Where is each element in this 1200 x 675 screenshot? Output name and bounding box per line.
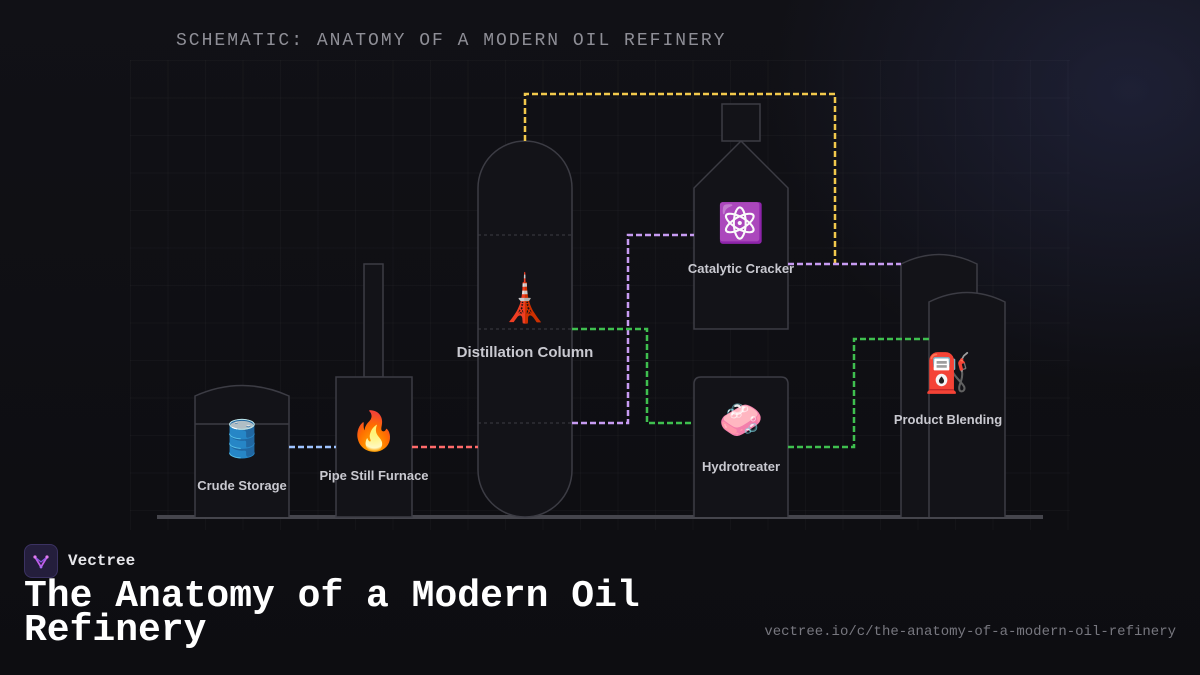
furnace-body: [335, 376, 413, 518]
distillation-column-body: [477, 140, 573, 518]
oil-drum-icon: 🛢️: [219, 419, 265, 460]
page-title: The Anatomy of a Modern Oil Refinery: [24, 575, 640, 652]
furnace-chimney: [363, 263, 384, 378]
cracker-body: [693, 139, 789, 330]
soap-icon: 🧼: [718, 400, 764, 441]
cracker-top-box: [721, 103, 761, 142]
tower-icon: 🗼: [496, 271, 554, 325]
brand[interactable]: Vectree: [24, 544, 135, 578]
atom-icon: ⚛️: [717, 201, 765, 245]
flow-column-to-hydrotreater: [572, 327, 694, 425]
vectree-logo-icon: [24, 544, 58, 578]
source-url[interactable]: vectree.io/c/the-anatomy-of-a-modern-oil…: [764, 624, 1176, 640]
fire-icon: 🔥: [350, 409, 398, 453]
fuel-pump-icon: ⛽: [924, 351, 972, 395]
pipe-still-furnace-label: Pipe Still Furnace: [319, 468, 429, 483]
product-blending-label: Product Blending: [893, 412, 1003, 427]
schematic-title: SCHEMATIC: ANATOMY OF A MODERN OIL REFIN…: [176, 31, 727, 51]
distillation-column-label: Distillation Column: [456, 344, 594, 361]
blending-tank-front: [928, 291, 1006, 517]
hydrotreater-body: [693, 376, 789, 517]
flow-hydrotreater-to-blending: [788, 337, 929, 449]
catalytic-cracker-label: Catalytic Cracker: [687, 261, 795, 276]
crude-storage-tank: [194, 384, 290, 517]
brand-name: Vectree: [68, 552, 136, 570]
crude-storage-label: Crude Storage: [197, 478, 287, 493]
hydrotreater-label: Hydrotreater: [701, 459, 781, 474]
flow-column-overhead: [523, 92, 837, 264]
